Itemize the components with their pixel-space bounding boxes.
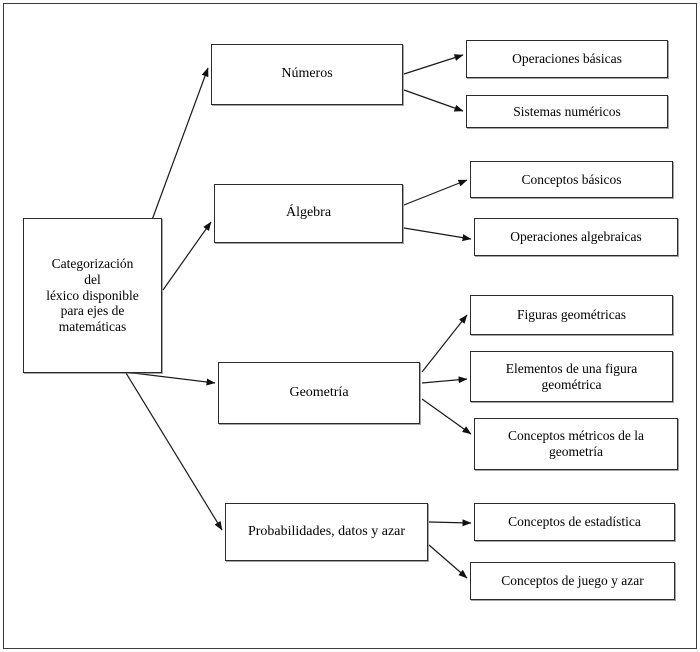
edge-prob-juego [428, 544, 468, 579]
node-label-numeros: Números [281, 66, 333, 82]
edge-prob-estad [428, 519, 472, 527]
node-operaciones-algebraicas[interactable]: Operaciones algebraicas [474, 218, 678, 256]
node-algebra[interactable]: Álgebra [214, 184, 403, 243]
edge-algebra-conbas [403, 179, 468, 206]
node-label-geometria: Geometría [289, 384, 349, 400]
node-elementos-figura-geometrica[interactable]: Elementos de una figura geométrica [470, 351, 673, 402]
edge-geom-figuras [421, 314, 468, 373]
node-label-conceptos-metricos: Conceptos métricos de la geometría [507, 428, 645, 459]
edge-root-algebra [162, 221, 212, 291]
node-label-operaciones-basicas: Operaciones básicas [512, 51, 622, 67]
node-root[interactable]: Categorización del léxico disponible par… [23, 218, 162, 373]
node-label-conceptos-estadistica: Conceptos de estadística [508, 514, 641, 530]
node-sistemas-numericos[interactable]: Sistemas numéricos [466, 95, 668, 128]
node-label-conceptos-basicos: Conceptos básicos [521, 171, 622, 187]
node-conceptos-basicos[interactable]: Conceptos básicos [470, 161, 673, 198]
node-numeros[interactable]: Números [211, 44, 403, 105]
node-label-sistemas-numericos: Sistemas numéricos [513, 103, 621, 119]
node-label-root: Categorización del léxico disponible par… [46, 255, 139, 335]
node-label-conceptos-juego-azar: Conceptos de juego y azar [501, 573, 644, 589]
node-label-figuras-geometricas: Figuras geométricas [516, 307, 627, 323]
node-label-probabilidades: Probabilidades, datos y azar [247, 523, 406, 539]
edge-numeros-sisnum [403, 89, 464, 112]
edge-root-numeros [151, 67, 209, 221]
node-conceptos-estadistica[interactable]: Conceptos de estadística [474, 503, 675, 541]
edge-root-probabil [125, 372, 223, 531]
node-geometria[interactable]: Geometría [218, 362, 420, 424]
edge-geom-metricos [421, 398, 472, 435]
node-label-elementos-figura-geometrica: Elementos de una figura geométrica [505, 360, 638, 392]
node-label-operaciones-algebraicas: Operaciones algebraicas [510, 229, 642, 245]
edge-algebra-opalg [403, 227, 472, 242]
node-label-algebra: Álgebra [285, 205, 332, 221]
node-operaciones-basicas[interactable]: Operaciones básicas [466, 40, 668, 78]
edge-root-geometria [124, 371, 216, 386]
edge-geom-elementos [421, 376, 468, 384]
node-figuras-geometricas[interactable]: Figuras geométricas [470, 295, 673, 335]
node-conceptos-juego-azar[interactable]: Conceptos de juego y azar [470, 562, 675, 600]
edge-numeros-opbas [403, 54, 464, 75]
node-probabilidades[interactable]: Probabilidades, datos y azar [225, 503, 428, 561]
node-conceptos-metricos[interactable]: Conceptos métricos de la geometría [474, 418, 678, 470]
